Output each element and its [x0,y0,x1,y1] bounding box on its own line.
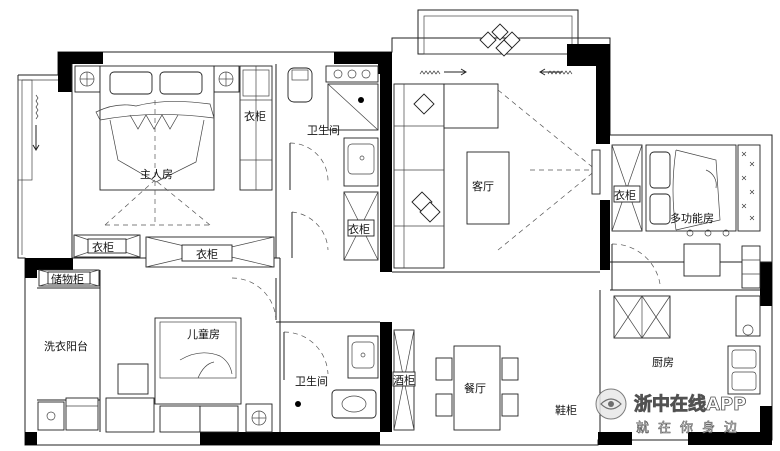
storage-cabinet: 储物柜 [38,269,100,287]
plant-decoration [479,23,521,57]
exterior-walls [17,37,773,446]
wardrobe-hall: 衣柜 [145,236,275,268]
basin [343,137,379,187]
app-watermark: 浙中在线APP 就在你身边 [595,388,747,436]
master-bedroom-label: 主人房 [140,168,173,181]
wardrobe-master-bottom-label: 衣柜 [92,240,114,254]
master-bedroom: 主人房 [74,65,240,226]
dining-room: 餐厅 鞋柜 [435,345,577,431]
bathroom-bottom-label: 卫生间 [295,374,328,388]
bathroom-top-label: 卫生间 [307,123,340,137]
watermark-title: 浙中在线APP [634,393,746,415]
kitchen: 厨房 [613,295,761,395]
shoe-cabinet-label: 鞋柜 [555,403,577,417]
dining-room-label: 餐厅 [464,381,486,395]
multi-function-room: 衣柜 多功能房 [611,144,761,290]
wardrobe-bath: 衣柜 [291,191,379,261]
children-room-label: 儿童房 [187,327,220,341]
children-bed [154,317,242,405]
bathroom-bottom: 卫生间 [283,331,379,419]
wardrobe-master-right: 衣柜 [239,65,273,191]
coffee-table [466,151,510,225]
squat-toilet [331,389,377,419]
laundry-balcony-label: 洗衣阳台 [44,339,88,353]
wall-blocks [25,44,772,445]
wardrobe-hall-label: 衣柜 [196,247,218,261]
wine-cabinet-label: 酒柜 [393,374,415,387]
kitchen-label: 厨房 [652,356,674,369]
wardrobe-master-right-label: 衣柜 [244,109,266,123]
wardrobe-master-bottom: 衣柜 [73,234,141,258]
wardrobe-bath-label: 衣柜 [348,222,370,236]
wine-cabinet: 酒柜 [392,329,416,431]
living-room: 客厅 [393,68,601,269]
children-room: 儿童房 [105,277,277,433]
laundry-sink [65,397,99,431]
bathroom-top: 卫生间 [287,65,379,190]
kitchen-sink [727,345,761,395]
watermark-tagline: 就在你身边 [636,420,746,436]
storage-cabinet-label: 储物柜 [51,272,84,286]
washer [37,401,65,431]
multi-function-room-label: 多功能房 [670,211,714,225]
living-room-label: 客厅 [472,179,494,193]
toilet [287,67,313,103]
wardrobe-multi-label: 衣柜 [614,188,636,202]
laundry-balcony: 洗衣阳台 [37,339,99,431]
top-balcony [417,9,579,57]
dining-table [453,345,501,431]
sofa [393,83,445,269]
